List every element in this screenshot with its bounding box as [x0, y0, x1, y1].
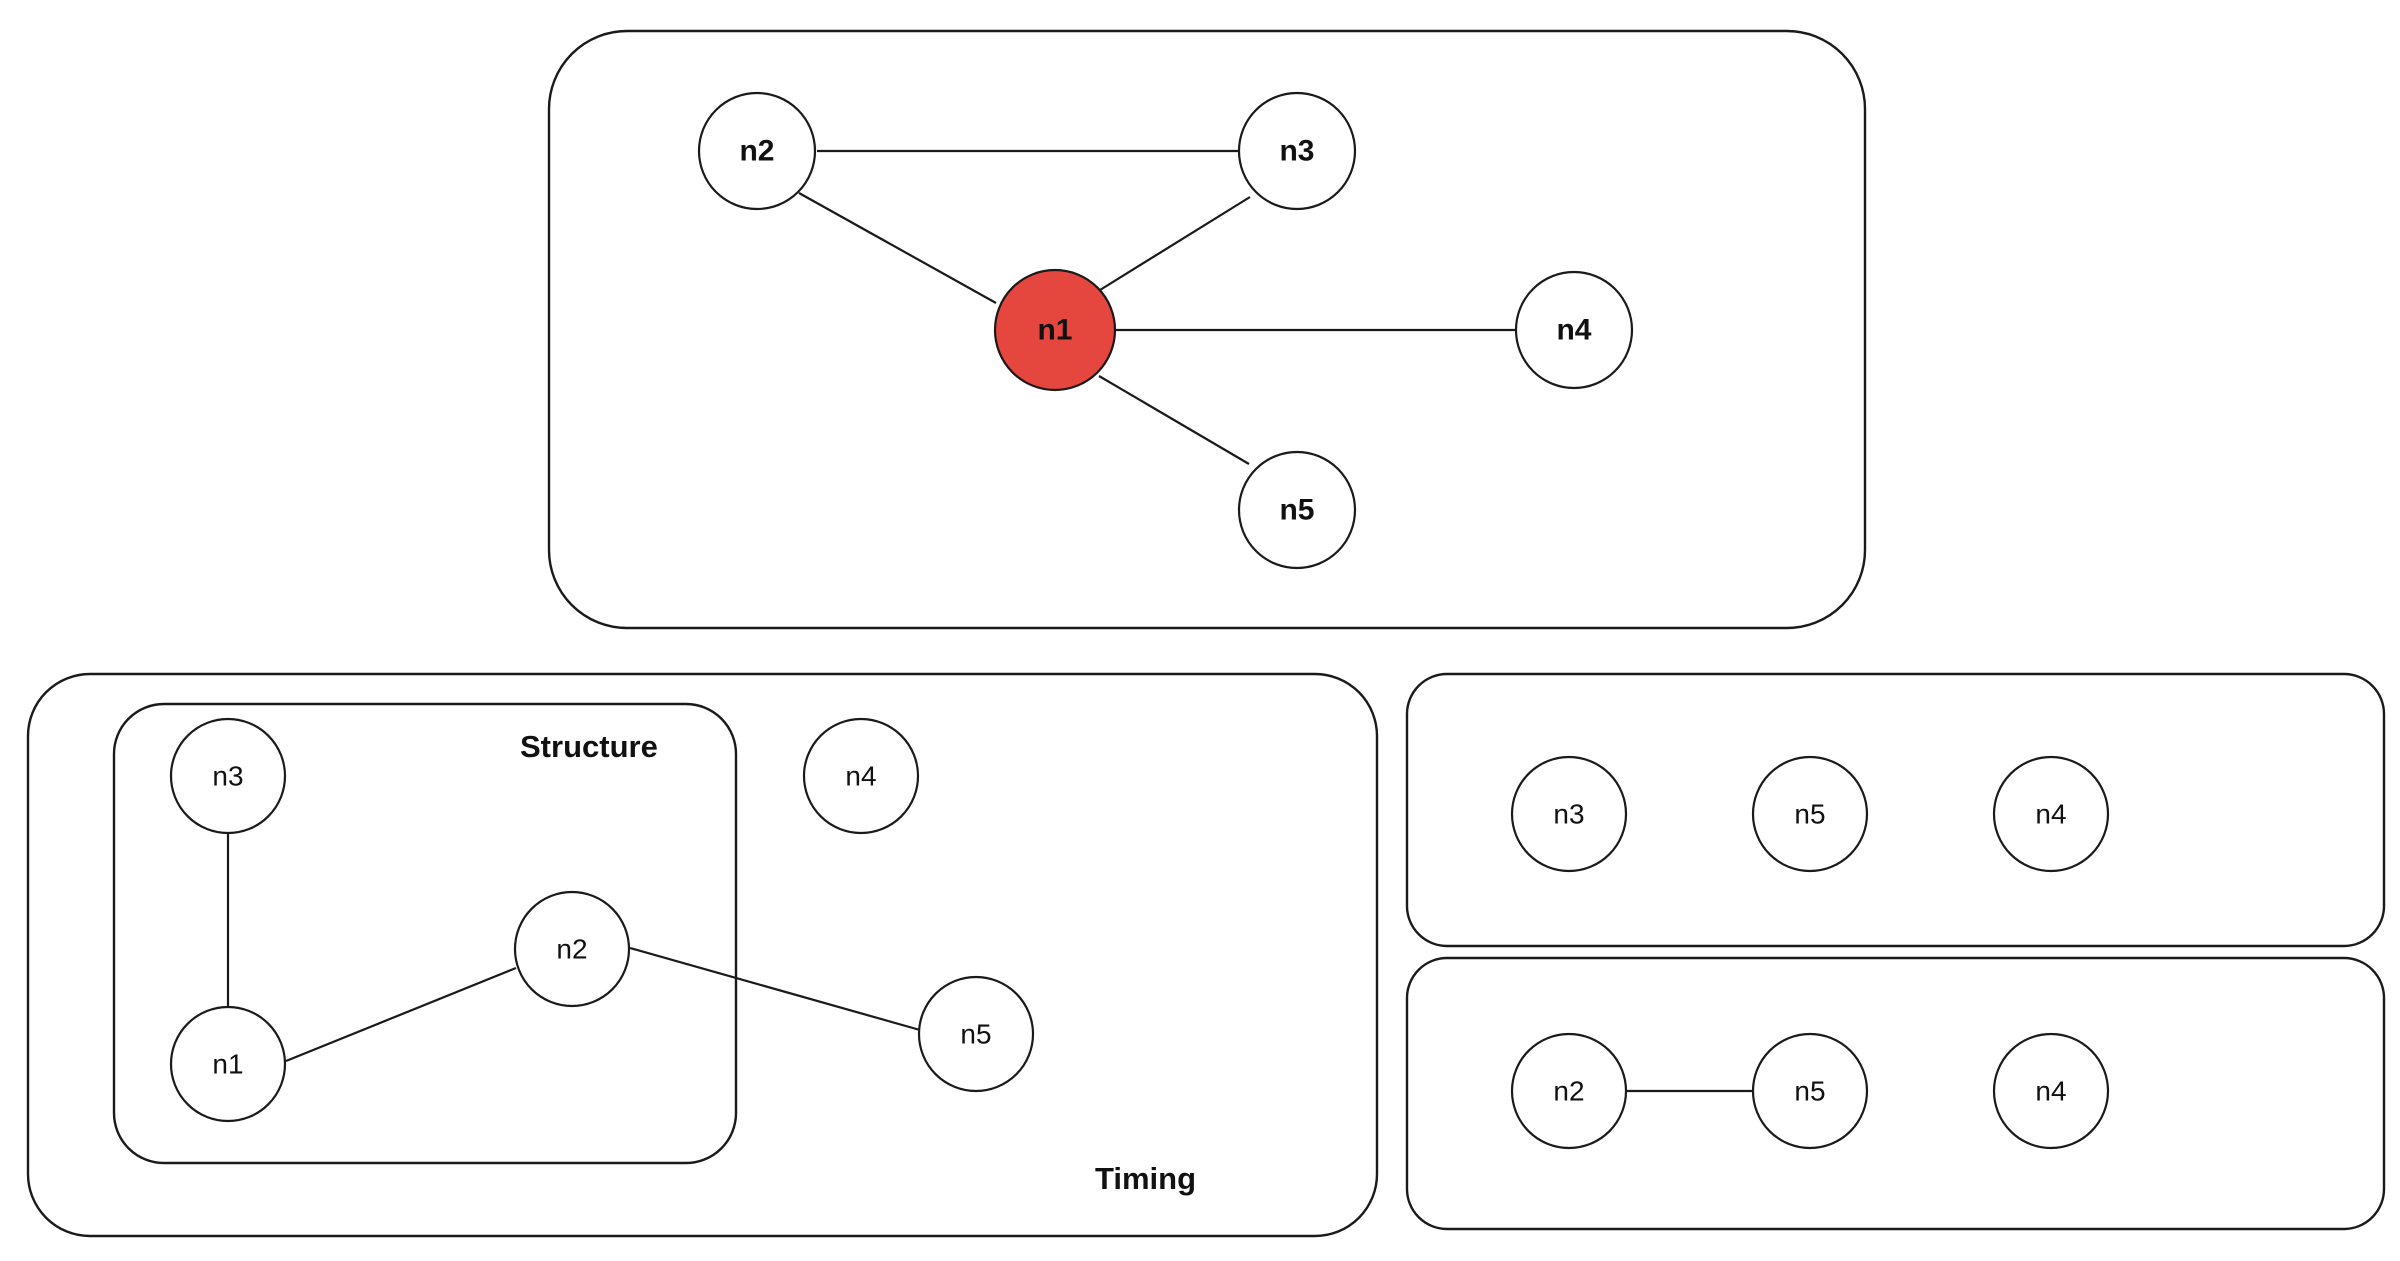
structure-node-n2-label: n2 — [556, 934, 587, 965]
structure-node-n2: n2 — [513, 890, 631, 1008]
right-top-node-n4-label: n4 — [2035, 799, 2066, 830]
edge-main-n1-n5 — [1098, 375, 1250, 465]
timing-label: Timing — [1095, 1161, 1196, 1196]
right-bottom-node-n2-label: n2 — [1553, 1076, 1584, 1107]
right-top-node-n4: n4 — [1992, 755, 2110, 873]
edge-structure-n1-n2 — [285, 966, 517, 1063]
right-bottom-node-n5: n5 — [1751, 1032, 1869, 1150]
edge-timing-n2-n5 — [629, 946, 921, 1032]
right-top-node-n5-label: n5 — [1794, 799, 1825, 830]
right-bottom-node-n4: n4 — [1992, 1032, 2110, 1150]
right-bottom-node-n5-label: n5 — [1794, 1076, 1825, 1107]
timing-node-n5: n5 — [917, 975, 1035, 1093]
main-node-n2-label: n2 — [739, 135, 774, 168]
timing-node-n4: n4 — [802, 717, 920, 835]
main-node-n5-label: n5 — [1279, 494, 1314, 527]
structure-node-n1: n1 — [169, 1005, 287, 1123]
main-node-n3: n3 — [1237, 91, 1357, 211]
timing-node-n4-label: n4 — [845, 761, 876, 792]
main-node-n3-label: n3 — [1279, 135, 1314, 168]
main-node-n1-label: n1 — [1037, 314, 1072, 347]
right-bottom-node-n2: n2 — [1510, 1032, 1628, 1150]
main-node-n4-label: n4 — [1556, 314, 1591, 347]
edge-main-n2-n1 — [798, 192, 997, 304]
right-top-node-n3: n3 — [1510, 755, 1628, 873]
edge-main-n3-n1 — [1099, 196, 1251, 291]
structure-label: Structure — [520, 729, 658, 764]
main-node-n2: n2 — [697, 91, 817, 211]
structure-node-n3: n3 — [169, 717, 287, 835]
structure-node-n3-label: n3 — [212, 761, 243, 792]
right-bottom-panel — [1405, 956, 2386, 1231]
right-bottom-node-n4-label: n4 — [2035, 1076, 2066, 1107]
right-top-node-n3-label: n3 — [1553, 799, 1584, 830]
right-top-panel — [1405, 672, 2386, 948]
right-top-node-n5: n5 — [1751, 755, 1869, 873]
structure-node-n1-label: n1 — [212, 1049, 243, 1080]
main-node-n4: n4 — [1514, 270, 1634, 390]
main-node-n1-highlighted: n1 — [993, 268, 1117, 392]
main-node-n5: n5 — [1237, 450, 1357, 570]
timing-node-n5-label: n5 — [960, 1019, 991, 1050]
